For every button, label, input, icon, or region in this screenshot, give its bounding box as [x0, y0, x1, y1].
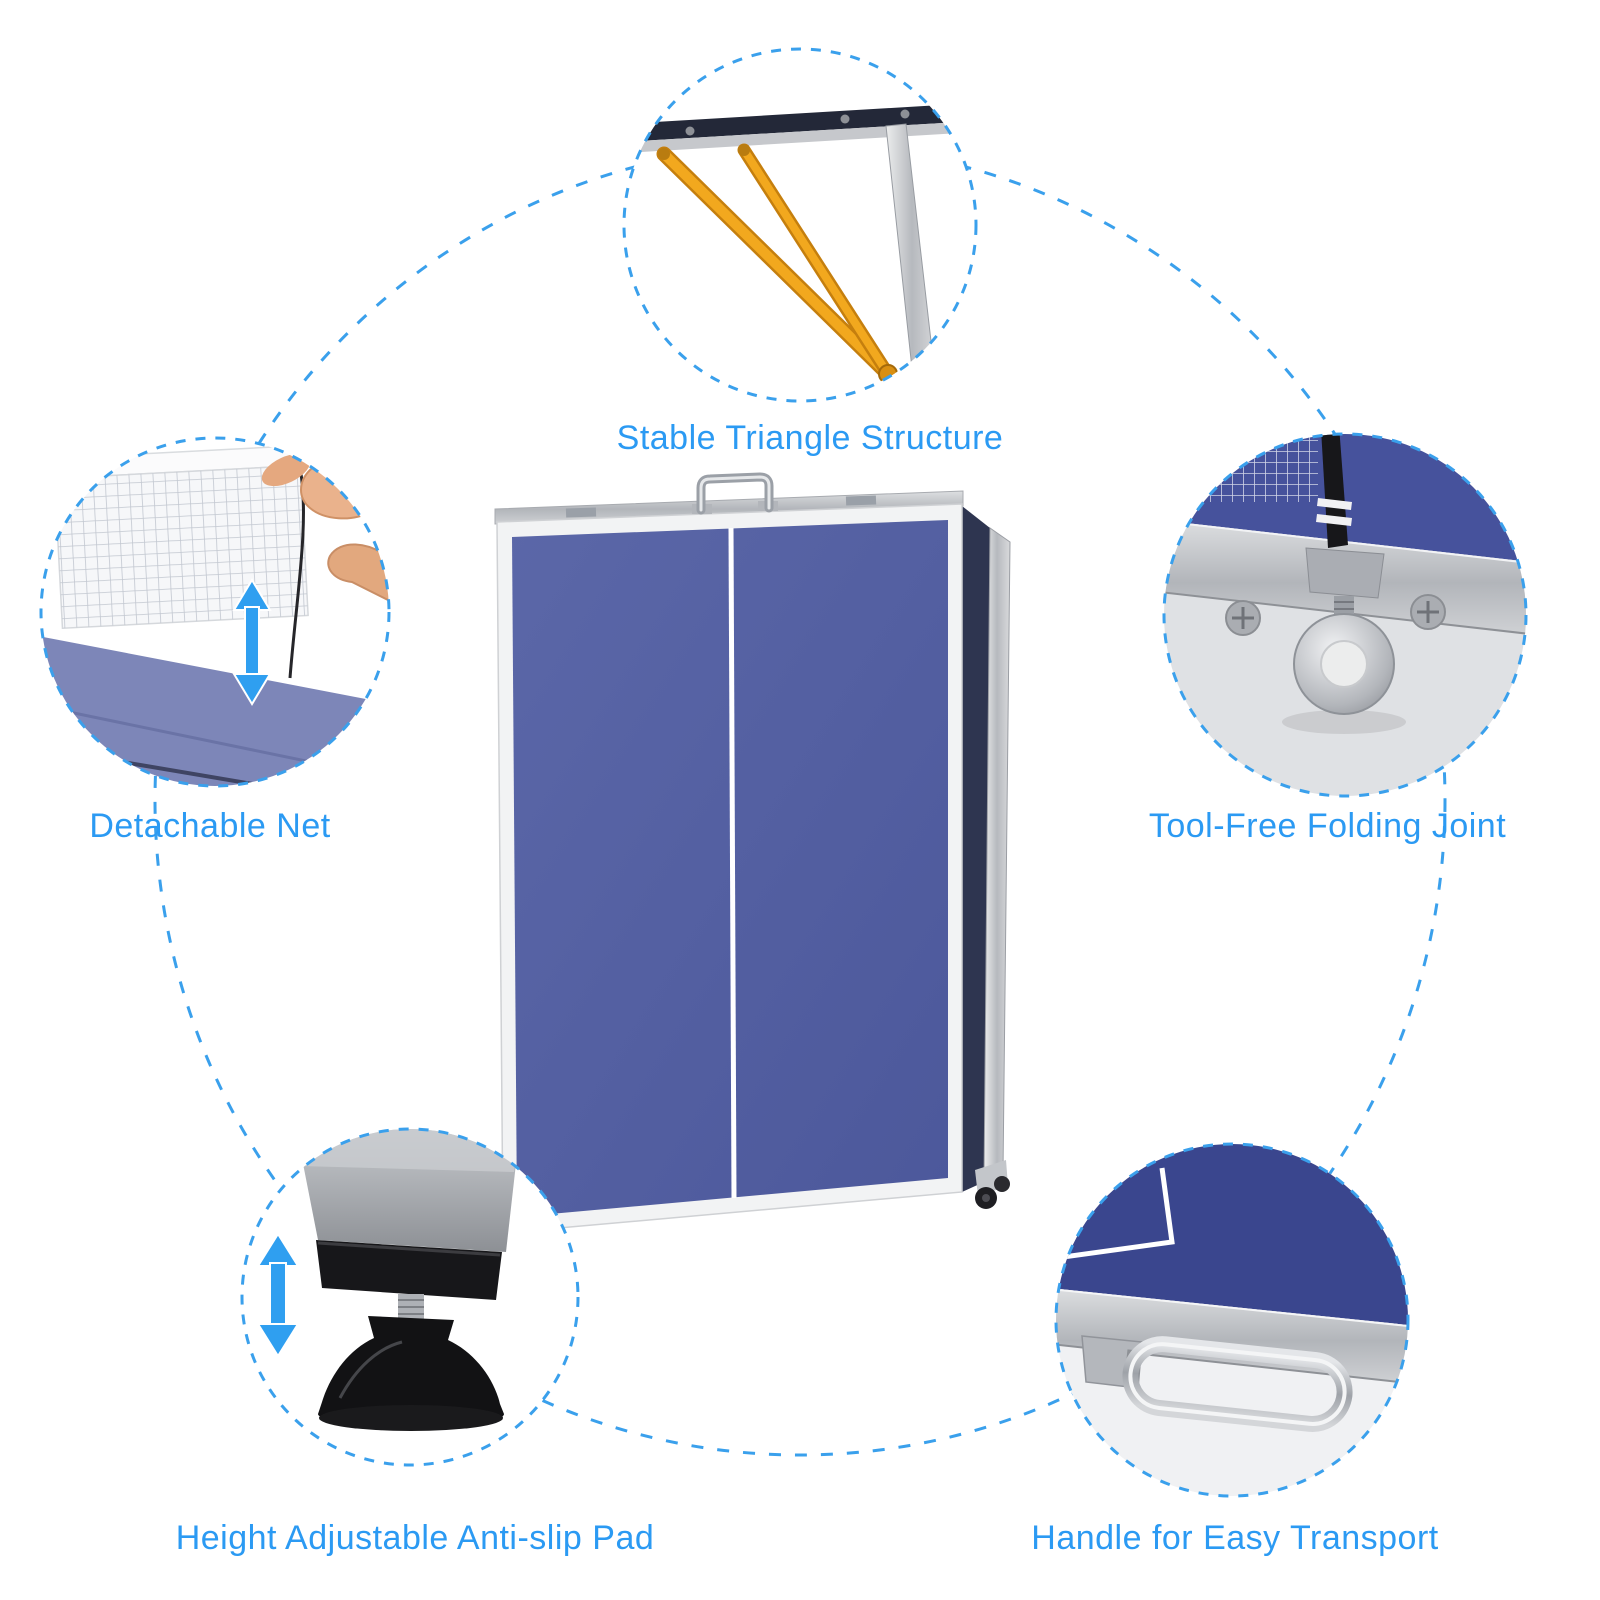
transport-handle-photo — [1056, 1144, 1408, 1496]
table-wheels — [975, 1160, 1010, 1209]
net-post — [1320, 434, 1348, 548]
triangle-structure-photo — [624, 104, 960, 401]
table-side-gap — [962, 506, 990, 1192]
folding-joint-photo — [1164, 434, 1526, 796]
height-adjust-arrow-icon — [256, 1232, 300, 1358]
callout-detachable-net — [39, 436, 391, 788]
net — [52, 444, 309, 630]
dashed-connector-circle — [153, 143, 1447, 1457]
table-front-panel — [512, 520, 948, 1217]
yellow-triangle-brace — [656, 143, 898, 384]
table-surface — [41, 636, 389, 786]
table-leg — [885, 123, 939, 401]
label-stable-triangle-structure: Stable Triangle Structure — [616, 419, 1004, 457]
callout-transport-handle — [1054, 1142, 1410, 1498]
latch-left — [565, 507, 597, 518]
label-handle-for-easy-transport: Handle for Easy Transport — [1031, 1519, 1439, 1557]
foot-pad — [318, 1316, 504, 1426]
top-carry-handle-icon — [692, 472, 778, 515]
folded-table-product — [494, 472, 1011, 1234]
mount-block — [316, 1240, 502, 1300]
label-detachable-net: Detachable Net — [89, 807, 331, 845]
latch-right — [845, 495, 877, 506]
callout-anti-slip-pad — [240, 1127, 580, 1467]
height-adjust-arrow-icon — [232, 578, 272, 706]
callout-folding-joint — [1162, 432, 1528, 798]
label-tool-free-folding-joint: Tool-Free Folding Joint — [1148, 807, 1507, 845]
label-height-adjustable-anti-slip-pad: Height Adjustable Anti-slip Pad — [175, 1519, 655, 1557]
callout-triangle-structure — [622, 47, 978, 403]
adjust-screw — [398, 1294, 424, 1320]
screw-right-icon — [1410, 594, 1446, 630]
screw-left-icon — [1225, 600, 1261, 636]
joint-bracket — [1305, 547, 1385, 599]
table-surface — [1056, 1144, 1408, 1326]
table-center-line — [728, 527, 737, 1199]
transport-handle-icon — [1122, 1336, 1353, 1432]
